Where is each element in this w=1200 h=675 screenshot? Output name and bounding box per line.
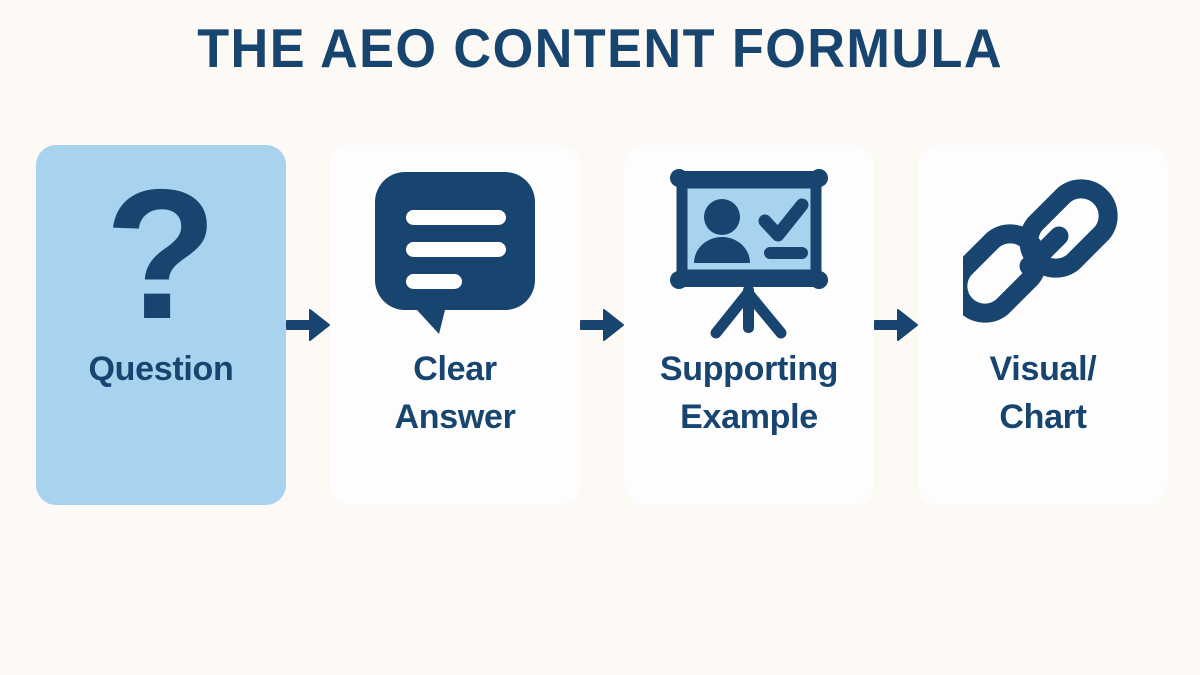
step-label-line1: Supporting: [659, 350, 839, 388]
step-card-question[interactable]: ? Question: [36, 145, 286, 505]
icon-slot: [330, 145, 580, 345]
speech-bubble-icon: [375, 172, 535, 334]
step-card-clear-answer[interactable]: Clear Answer: [330, 145, 580, 505]
question-mark-icon: ?: [104, 152, 218, 358]
step-card-supporting-example[interactable]: Supporting Example: [624, 145, 874, 505]
flow-row: ? Question Clear: [36, 145, 1168, 505]
step-label-line1: Question: [88, 350, 234, 388]
presentation-board-icon: [670, 168, 828, 338]
step-label-question: Question: [81, 345, 242, 393]
arrow-right-icon-1: [286, 302, 330, 348]
step-label-visual-chart: Visual/ Chart: [982, 345, 1105, 441]
icon-slot: [918, 145, 1168, 345]
arrow-right-icon-3: [874, 302, 918, 348]
step-label-line1: Visual/: [989, 350, 1097, 388]
arrow-right-icon-2: [580, 302, 624, 348]
chain-link-icon: [963, 179, 1118, 323]
icon-slot: [624, 145, 874, 345]
step-label-line2: Example: [680, 398, 818, 436]
page-title: THE AEO CONTENT FORMULA: [197, 17, 1003, 79]
step-label-clear-answer: Clear Answer: [386, 345, 523, 441]
icon-slot: ?: [36, 145, 286, 358]
title-block: THE AEO CONTENT FORMULA: [0, 16, 1200, 80]
step-label-line2: Chart: [999, 398, 1087, 436]
step-label-supporting-example: Supporting Example: [652, 345, 846, 441]
step-label-line1: Clear: [413, 350, 497, 388]
step-card-visual-chart[interactable]: Visual/ Chart: [918, 145, 1168, 505]
step-label-line2: Answer: [394, 398, 516, 436]
